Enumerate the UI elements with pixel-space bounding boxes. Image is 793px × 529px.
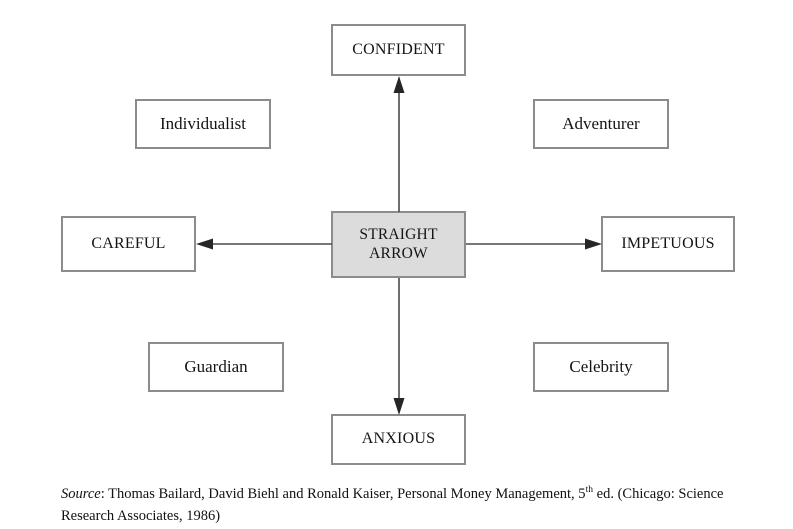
- node-straight-arrow-label-line1: STRAIGHT: [359, 226, 438, 244]
- node-confident[interactable]: CONFIDENT: [331, 24, 466, 76]
- source-label: Source: [61, 486, 101, 502]
- node-anxious[interactable]: ANXIOUS: [331, 414, 466, 465]
- node-careful-label: CAREFUL: [91, 234, 166, 252]
- node-careful[interactable]: CAREFUL: [61, 216, 196, 272]
- node-celebrity-label: Celebrity: [569, 356, 633, 376]
- arrow-up-icon: [393, 76, 405, 212]
- arrow-right-icon: [466, 238, 602, 250]
- source-caption: Source: Thomas Bailard, David Biehl and …: [61, 484, 751, 528]
- node-impetuous-label: IMPETUOUS: [621, 234, 715, 252]
- node-straight-arrow-text: STRAIGHT ARROW: [359, 226, 437, 263]
- node-straight-arrow-label-line2: ARROW: [369, 244, 428, 262]
- node-anxious-label: ANXIOUS: [361, 430, 436, 448]
- source-text-secondary: ed. (Chicago: Science Research Associate…: [61, 486, 724, 524]
- source-colon: :: [100, 486, 109, 502]
- node-guardian[interactable]: Guardian: [148, 342, 284, 392]
- node-guardian-label: Guardian: [184, 356, 248, 376]
- node-impetuous[interactable]: IMPETUOUS: [601, 216, 735, 272]
- node-individualist[interactable]: Individualist: [135, 99, 271, 149]
- node-celebrity[interactable]: Celebrity: [533, 342, 669, 392]
- node-individualist-label: Individualist: [160, 113, 246, 133]
- source-text-primary: Thomas Bailard, David Biehl and Ronald K…: [108, 486, 586, 502]
- source-superscript: th: [585, 484, 594, 496]
- arrow-left-icon: [196, 238, 332, 250]
- arrow-down-icon: [393, 278, 405, 415]
- node-adventurer-label: Adventurer: [562, 113, 640, 133]
- node-confident-label: CONFIDENT: [352, 40, 445, 58]
- node-straight-arrow[interactable]: STRAIGHT ARROW: [331, 211, 466, 278]
- node-adventurer[interactable]: Adventurer: [533, 99, 669, 149]
